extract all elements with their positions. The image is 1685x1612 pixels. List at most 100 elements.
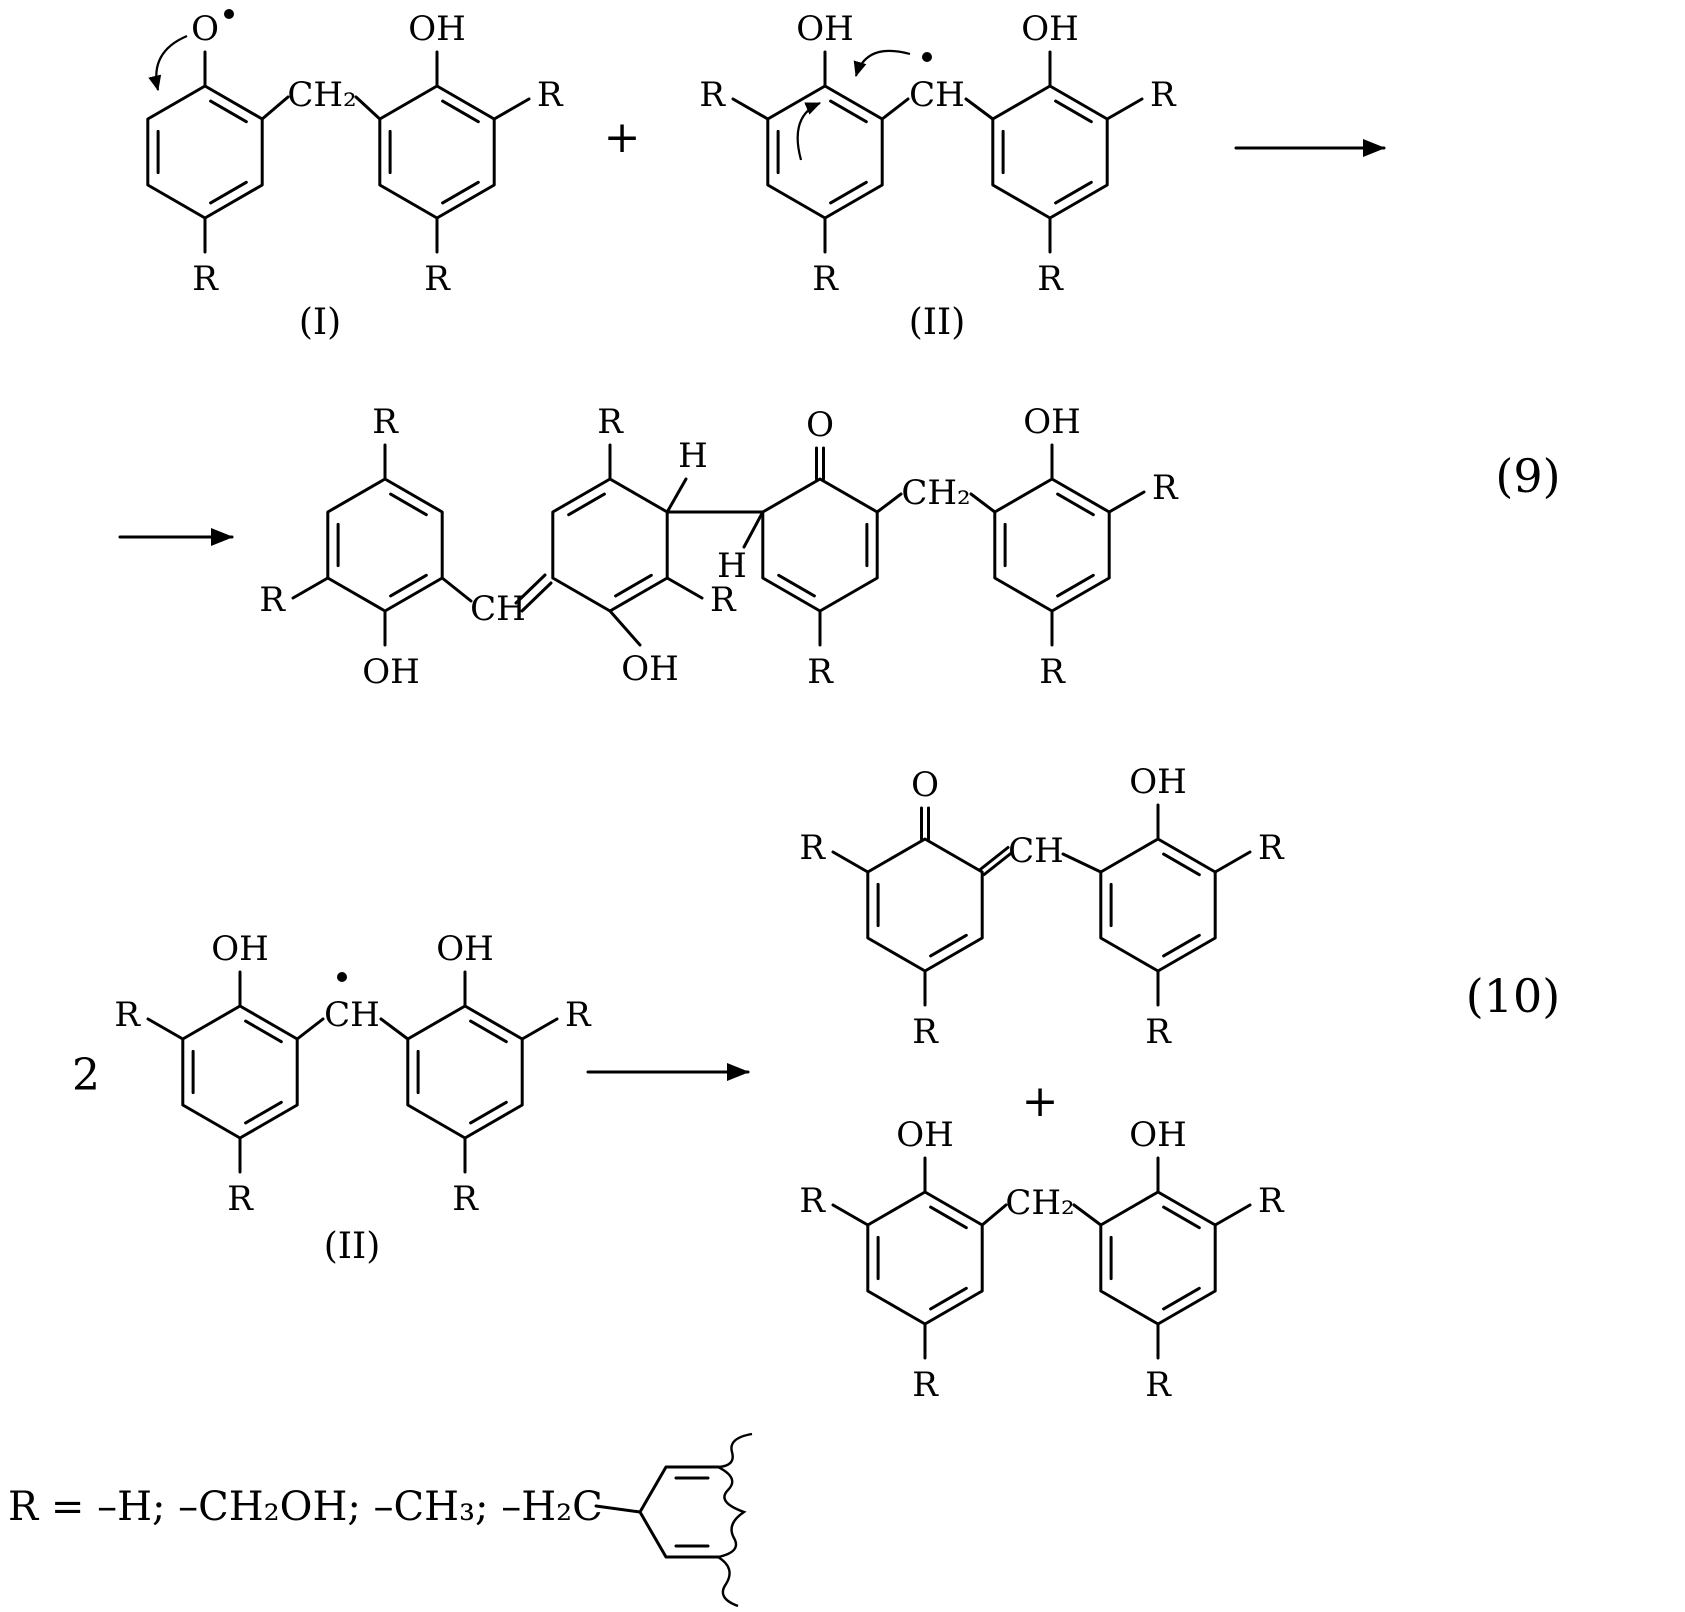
ring-I-left: O R [146,9,264,299]
legend: R = –H; –CH₂OH; –CH₃; –H₂C [8,1432,753,1608]
methine-single-bond [440,576,473,603]
atom-label-oh: OH [621,649,679,689]
ring-double-bonds [388,99,480,205]
substituent-label-r: R [537,75,564,115]
ring-II-left: OH R R [114,929,299,1219]
ring-outline [181,1004,299,1140]
ring-II-right: OH R R [406,929,592,1219]
substituent-label-r: R [912,1012,939,1052]
substituent-label-r: R [1258,1181,1285,1221]
h-label: H [717,546,747,586]
substituent-label-r: R [1145,1365,1172,1405]
substituent-label-r: R [452,1179,479,1219]
equation-number-9: (9) [1495,449,1560,503]
bridge-label-ch2: CH₂ [287,75,356,115]
substituent-bonds [1156,803,1252,1007]
substituent-label-r: R [597,402,624,442]
network-ring-outline [638,1465,720,1559]
equation-10: 2 OH R R CH OH R R (II) [72,762,1560,1405]
atom-label-oh: OH [1129,1115,1187,1155]
substituent-label-r: R [192,259,219,299]
substituent-bonds [831,806,930,1007]
substituent-bonds [608,443,704,647]
atom-label-oh: OH [408,9,466,49]
bridge-label-ch2: CH₂ [1005,1183,1074,1223]
ring-Q2-phenol: OH R R [1099,762,1285,1052]
substituent-label-r: R [259,580,286,620]
ring-outline [1099,1190,1217,1326]
ring-Q1-dienone: O R R [799,765,984,1052]
substituent-label-r: R [424,259,451,299]
ring-I-right: OH R R [378,9,564,299]
electron-shift-arrow [148,34,188,92]
caption-structure-I: (I) [299,302,341,343]
substituent-label-r: R [1150,75,1177,115]
ring-double-bonds [567,492,653,598]
substituent-label-r: R [1039,652,1066,692]
ring-S1-phenol: OH R R [799,1115,984,1405]
substituent-bonds [742,446,825,647]
ring-outline [761,477,879,613]
attachment-bond [594,1504,642,1514]
bridge-label-ch: CH [324,995,380,1035]
ring-double-bonds [776,99,868,205]
bridge-label-ch: CH [470,589,526,629]
ring-outline [991,84,1109,220]
ring-double-bonds [1109,1205,1201,1311]
atom-label-oh: OH [362,652,420,692]
atom-label-oh: OH [1129,762,1187,802]
ring-outline [326,477,444,613]
substituent-bonds [291,443,387,647]
exocyclic-double-bond [978,846,1014,876]
ring-outline [766,84,884,220]
molecule-II-radical: OH R R CH OH R R (II) [699,9,1177,343]
ring-II-left: OH R R [699,9,884,299]
radical-dot [224,9,234,19]
methine-bridge-bonds [295,1017,410,1041]
methylene-bridge-bonds [875,492,997,514]
quinone-methide-product: O R R CH OH R R [799,762,1285,1052]
ring-outline [378,84,496,220]
substituent-label-r: R [1152,468,1179,508]
atom-label-oh: OH [796,9,854,49]
product-ring-1-phenol: R R OH [259,402,444,692]
ring-outline [146,84,264,220]
substituent-label-r: R [565,995,592,1035]
plus-sign: + [1022,1076,1059,1127]
substituent-label-r: R [227,1179,254,1219]
substituent-label-r: R [799,1181,826,1221]
substituent-bonds [146,970,242,1174]
exocyclic-double-bond [514,573,553,613]
caption-structure-II: (II) [909,302,966,343]
substituent-bonds [1048,50,1144,254]
substituent-bonds [1050,443,1146,647]
product-ring-3-dienone: O H R [717,405,879,692]
substituent-bonds [435,50,531,254]
atom-label-o: O [806,405,834,445]
legend-text: R = –H; –CH₂OH; –CH₃; –H₂C [8,1484,603,1530]
ring-double-bonds [336,492,428,598]
electron-shift-arrow [796,101,822,161]
product-ring-2-dienol: R H R OH [551,402,737,689]
product-ring-4-phenol: OH R R [993,402,1179,692]
ring-outline [866,1190,984,1326]
substituent-label-r: R [807,652,834,692]
substituent-label-r: R [1258,828,1285,868]
ring-double-bonds [416,1019,508,1125]
molecule-I: O R CH₂ OH R R (I) [146,9,564,343]
substituent-label-r: R [372,402,399,442]
ring-double-bonds [191,1019,283,1125]
atom-label-oh: OH [1023,402,1081,442]
methylene-bridge-bonds [980,1203,1103,1227]
ring-double-bonds [876,1205,968,1311]
methine-bridge-bonds [880,97,995,121]
substituent-label-r: R [812,259,839,299]
substituent-bonds [831,1156,927,1360]
substituent-label-r: R [912,1365,939,1405]
ring-outline [406,1004,524,1140]
methylene-bridge-bonds [260,95,382,121]
ring-double-bonds [1109,852,1201,958]
plus-sign: + [604,112,641,163]
